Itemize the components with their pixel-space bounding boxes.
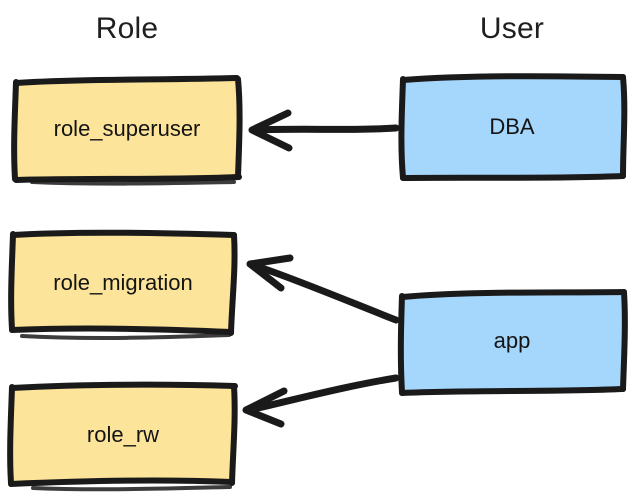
edge-dba-to-role-superuser xyxy=(248,109,400,152)
edge-app-to-role-rw xyxy=(242,374,400,428)
edge-app-to-role-migration xyxy=(246,254,400,324)
column-header-role: Role xyxy=(95,12,159,45)
node-role-rw[interactable]: role_rw xyxy=(7,381,238,492)
node-role-superuser[interactable]: role_superuser xyxy=(11,75,243,186)
node-app[interactable]: app xyxy=(397,288,628,396)
node-dba[interactable]: DBA xyxy=(398,73,628,181)
node-role-migration[interactable]: role_migration xyxy=(8,229,238,340)
column-header-user: User xyxy=(479,12,545,45)
